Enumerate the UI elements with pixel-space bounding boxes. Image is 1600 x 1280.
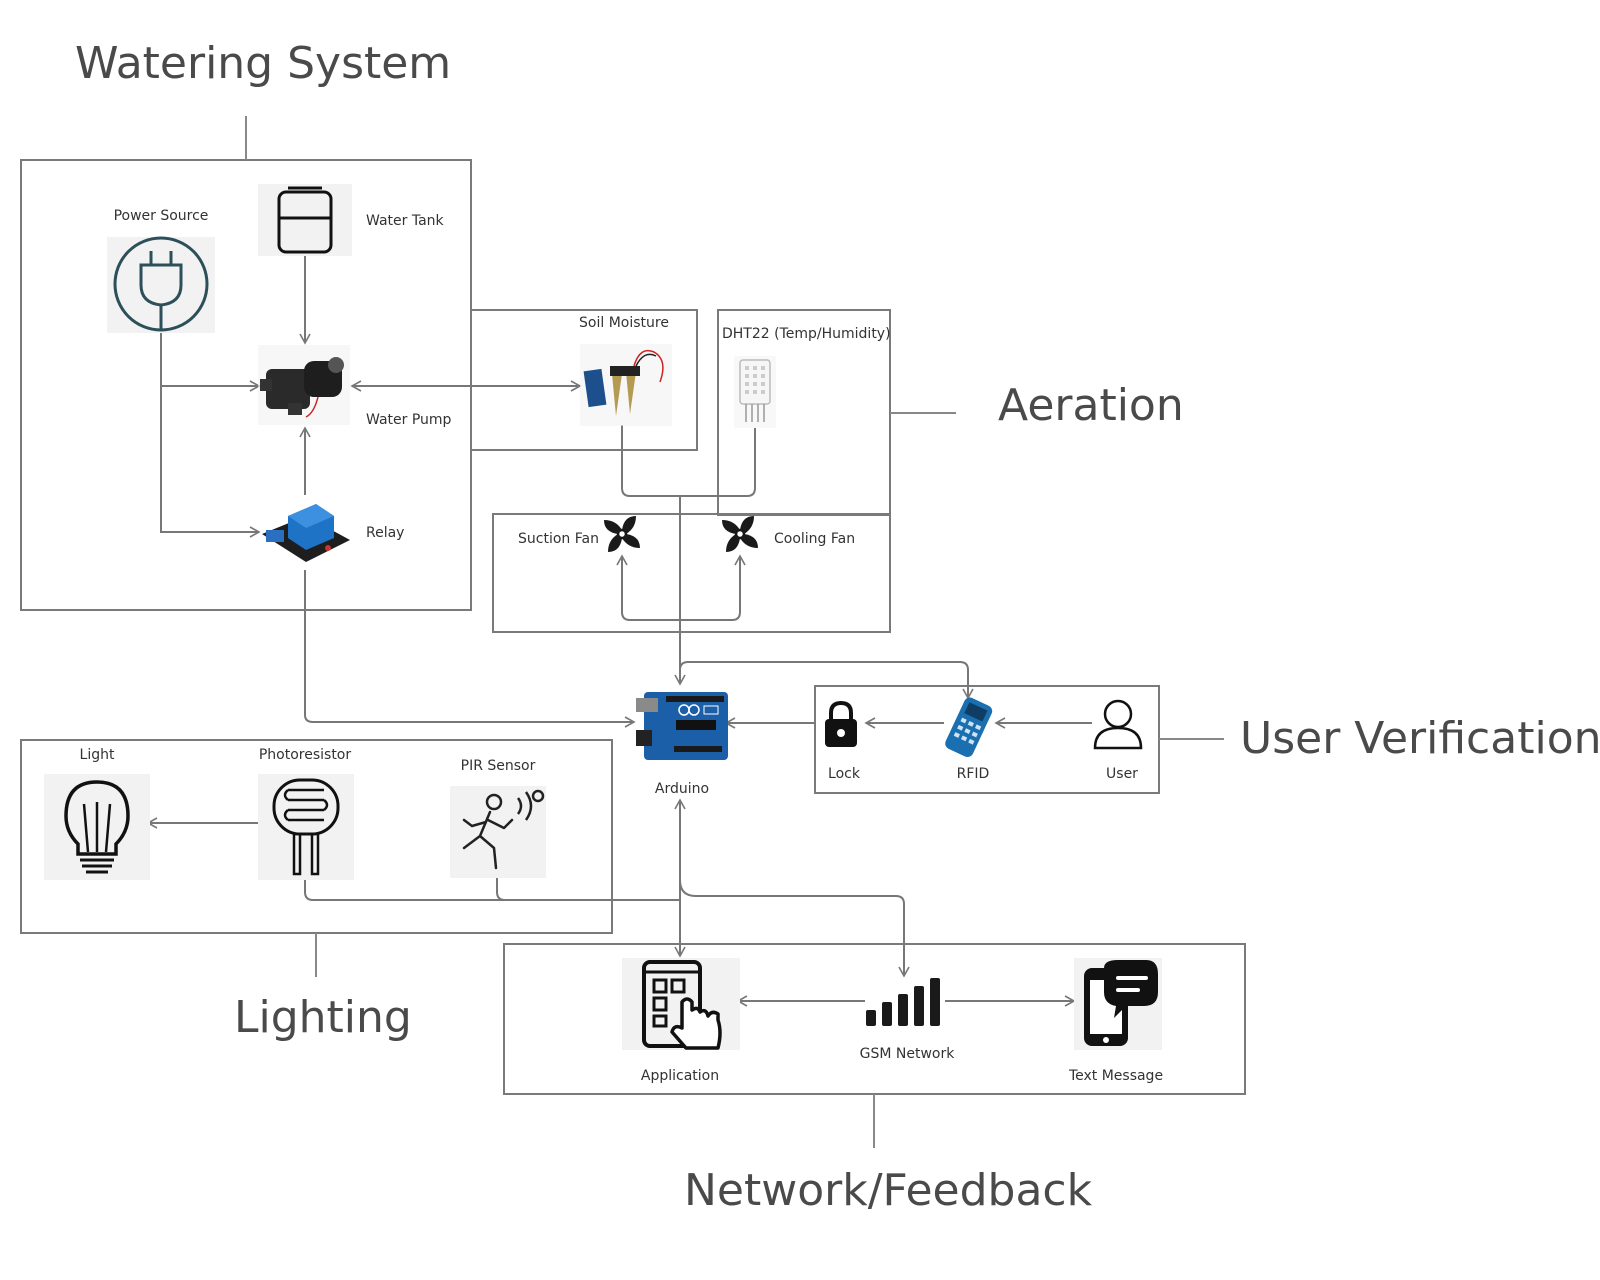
- wire-power-to-relay: [160, 386, 261, 538]
- wire-dht-to-bus: [680, 428, 756, 497]
- fan-icon-cooling: [722, 516, 758, 552]
- wire-power-to-pump: [160, 326, 261, 392]
- label-arduino: Arduino: [655, 781, 709, 797]
- label-user: User: [1106, 766, 1138, 782]
- arduino-board-icon: [636, 692, 728, 760]
- wire-arduino-to-gsm: [679, 879, 910, 978]
- label-water-pump: Water Pump: [366, 412, 452, 428]
- lock-icon: [825, 700, 857, 747]
- label-light: Light: [80, 747, 115, 763]
- pump-icon: [258, 345, 350, 425]
- dht22-sensor-icon: [734, 356, 776, 428]
- label-gsm-network: GSM Network: [860, 1046, 956, 1062]
- rfid-reader-icon: [945, 697, 993, 758]
- label-power-source: Power Source: [114, 208, 209, 224]
- group-title-network: Network/Feedback: [684, 1165, 1093, 1216]
- fan-icon-suction: [604, 516, 640, 552]
- light-bulb-icon: [44, 774, 150, 880]
- fans-box: [492, 513, 891, 633]
- label-lock: Lock: [828, 766, 861, 782]
- label-rfid: RFID: [957, 766, 990, 782]
- label-pir-sensor: PIR Sensor: [461, 758, 536, 774]
- label-application: Application: [641, 1068, 719, 1084]
- label-suction-fan: Suction Fan: [518, 531, 599, 547]
- label-cooling-fan: Cooling Fan: [774, 531, 855, 547]
- wire-bus-to-suction-fan: [616, 554, 680, 621]
- signal-bars-icon: [866, 978, 940, 1026]
- relay-module-icon: [262, 504, 350, 562]
- photoresistor-icon: [258, 774, 354, 880]
- wire-soil-to-bus: [621, 425, 680, 497]
- motion-sensor-icon: [450, 786, 546, 878]
- label-water-tank: Water Tank: [366, 213, 445, 229]
- group-title-user-verification: User Verification: [1240, 713, 1600, 764]
- user-icon: [1093, 699, 1143, 750]
- label-dht22: DHT22 (Temp/Humidity): [722, 326, 891, 342]
- text-message-icon: [1074, 958, 1162, 1050]
- label-relay: Relay: [366, 525, 404, 541]
- soil-moisture-box: [470, 309, 698, 451]
- soil-moisture-sensor-icon: [580, 344, 672, 426]
- wire-photoresistor-to-bus: [304, 870, 680, 901]
- wire-bus-to-cooling-fan: [680, 554, 746, 621]
- label-photoresistor: Photoresistor: [259, 747, 352, 763]
- label-text-message: Text Message: [1068, 1068, 1163, 1084]
- label-soil-moisture: Soil Moisture: [579, 315, 669, 331]
- group-title-lighting: Lighting: [234, 992, 412, 1043]
- wire-relay-to-arduino: [304, 570, 636, 728]
- plug-icon: [107, 236, 215, 333]
- tank-icon: [258, 184, 352, 256]
- group-title-aeration: Aeration: [998, 380, 1184, 431]
- wire-pir-to-bus: [496, 872, 506, 901]
- group-title-watering: Watering System: [75, 38, 451, 89]
- wire-arduino-to-rfid: [679, 661, 974, 700]
- mobile-app-icon: [622, 958, 740, 1050]
